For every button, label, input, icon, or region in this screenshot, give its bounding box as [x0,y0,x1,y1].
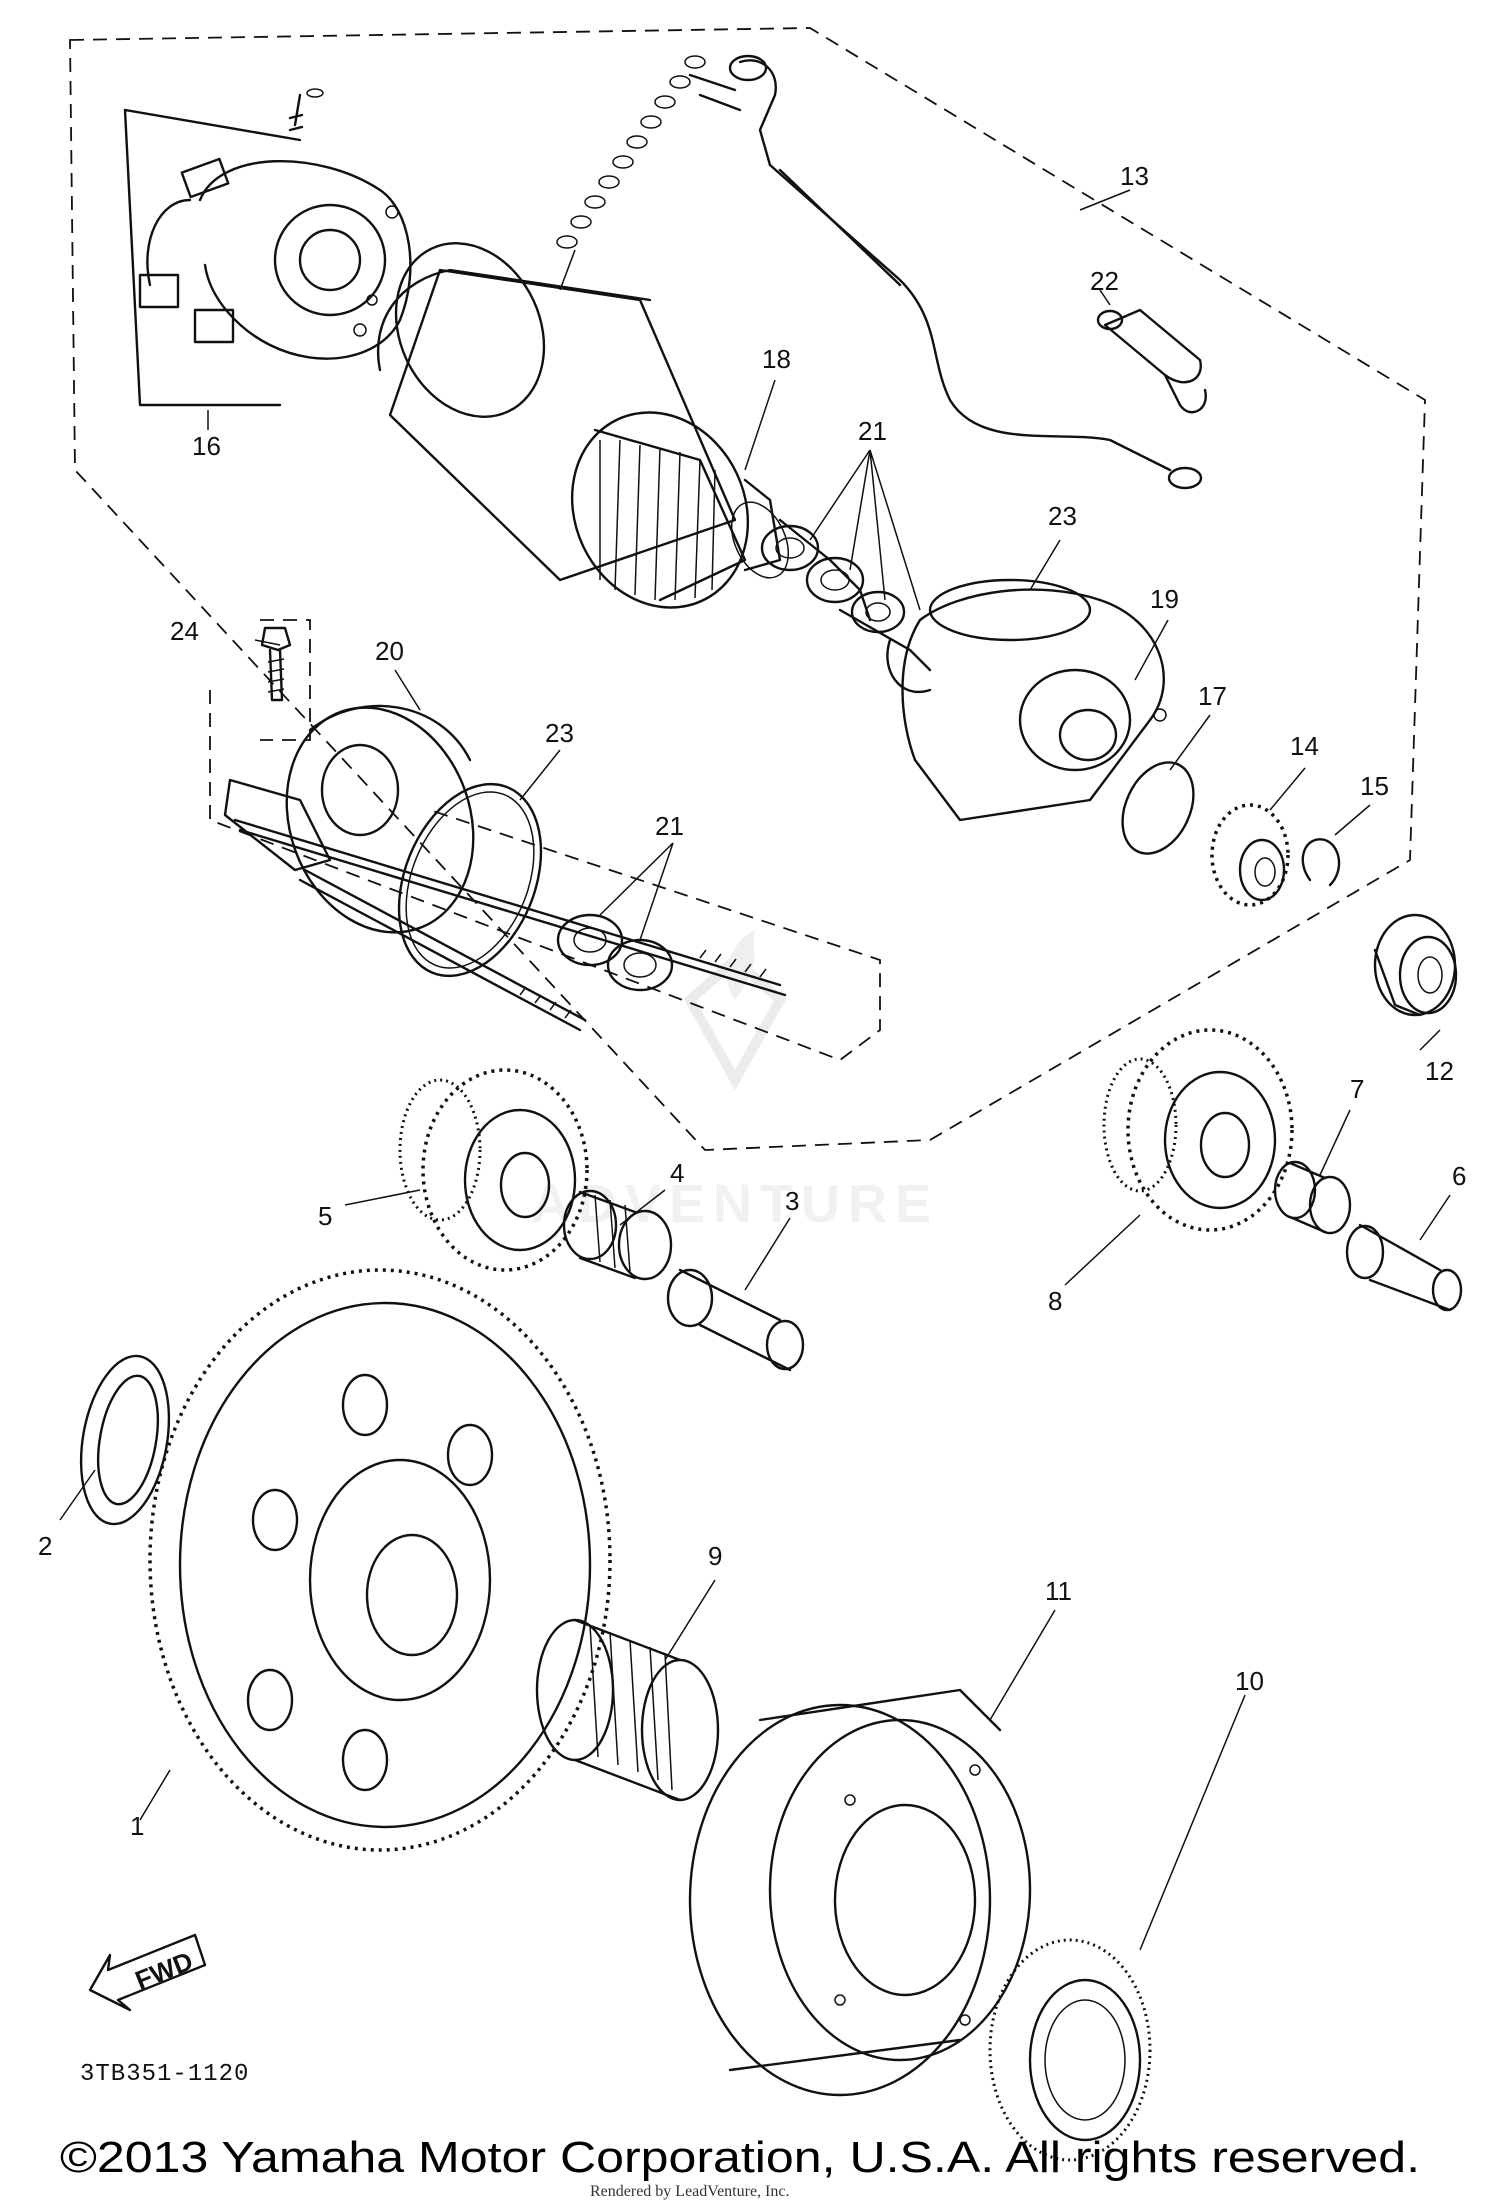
watermark-logo: ADVENTURE [531,930,939,1234]
callout-17: 17 [1198,681,1227,711]
forward-direction-arrow: FWD [88,1933,207,2012]
starter-wheel-gear [148,1268,612,1852]
needle-bearing-large [535,1618,720,1802]
callout-21-upper: 21 [858,416,887,446]
terminal-boot [1096,308,1207,414]
callout-2: 2 [38,1531,52,1561]
starter-clutch-housing [688,1688,1032,2097]
rendered-by-note: Rendered by LeadVenture, Inc. [590,2183,789,2200]
large-washer [79,1354,171,1526]
callout-9: 9 [708,1541,722,1571]
front-cover [886,578,1167,822]
callout-21-lower: 21 [655,811,684,841]
starter-lead-wire [688,54,1203,490]
callout-24: 24 [170,616,199,646]
small-washers-stack [556,55,706,291]
diagram-code: 3TB351-1120 [80,2061,249,2088]
callout-13: 13 [1120,161,1149,191]
callout-labels: 1 2 3 4 5 6 7 8 9 10 11 12 13 14 15 16 1… [38,161,1466,1841]
idle-gear-shaft-right [1345,1223,1463,1312]
callout-23-lower: 23 [545,718,574,748]
fwd-label: FWD [131,1945,197,1995]
callout-leader-lines [59,189,1451,1951]
callout-22: 22 [1090,266,1119,296]
callout-3: 3 [785,1186,799,1216]
sub-assembly-boundary [209,690,881,1062]
callout-7: 7 [1350,1074,1364,1104]
one-way-clutch [988,1938,1152,2162]
idle-gear-shaft-left [666,1268,805,1372]
callout-11: 11 [1045,1576,1072,1606]
callout-5: 5 [318,1201,332,1231]
through-bolts [233,818,787,1032]
bolt [260,626,292,702]
o-ring-lower [397,782,543,978]
needle-bearing-left [562,1189,673,1281]
callout-12: 12 [1425,1056,1454,1086]
pinion-gear [1210,803,1290,907]
idle-gear-left [398,1068,589,1272]
callout-18: 18 [762,344,791,374]
o-ring [1121,761,1195,855]
rear-cover [223,704,475,934]
copyright-notice: ©2013 Yamaha Motor Corporation, U.S.A. A… [60,2133,1420,2182]
callout-15: 15 [1360,771,1389,801]
callout-8: 8 [1048,1286,1062,1316]
thrust-washers-lower [556,913,674,992]
ball-bearing [1373,913,1458,1017]
needle-bearing-right [1273,1160,1352,1235]
callout-23-upper: 23 [1048,501,1077,531]
circlip [1301,838,1341,887]
assembly-boundary [69,27,1426,1151]
motor-yoke [376,242,737,582]
callout-19: 19 [1150,584,1179,614]
callout-16: 16 [192,431,221,461]
thrust-washers-upper [760,524,932,672]
callout-14: 14 [1290,731,1319,761]
callout-10: 10 [1235,1666,1264,1696]
callout-20: 20 [375,636,404,666]
bolt-bracket-boundary [260,619,311,741]
callout-1: 1 [130,1811,144,1841]
callout-4: 4 [670,1158,684,1188]
armature [570,411,872,622]
idle-gear-right [1102,1028,1294,1232]
watermark-text: ADVENTURE [531,1174,939,1234]
callout-6: 6 [1452,1161,1466,1191]
brush-holder-assembly [123,88,412,407]
